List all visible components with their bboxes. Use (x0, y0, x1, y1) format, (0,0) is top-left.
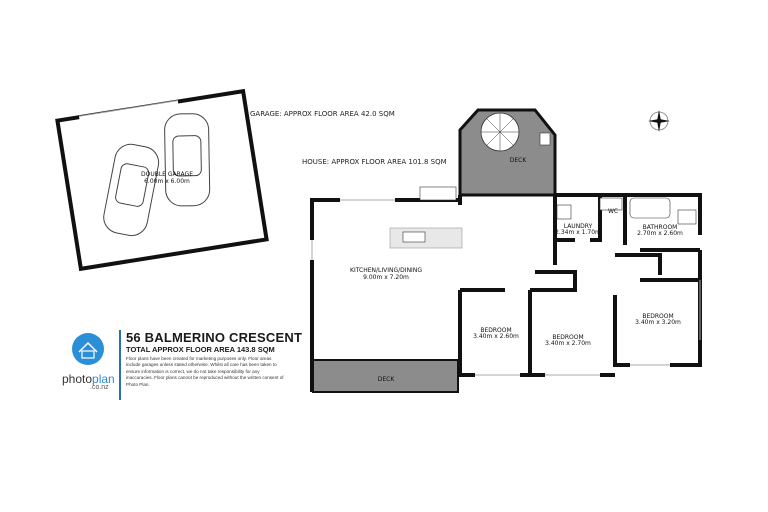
room-laundry-name: LAUNDRY (564, 223, 593, 230)
house-walls (310, 193, 702, 392)
garage-door (78, 100, 179, 121)
sink-icon (402, 231, 426, 243)
brand-photo: photo (62, 372, 93, 386)
room-kitchen-dims: 9.00m x 7.20m (363, 274, 409, 281)
photoplan-logo (72, 333, 104, 365)
brand-plan: plan (92, 372, 115, 386)
room-bedroom2-name: BEDROOM (552, 334, 583, 341)
room-kitchen-name: KITCHEN/LIVING/DINING (350, 267, 422, 274)
windows (311, 199, 701, 376)
garage-room-dims: 6.00m x 6.00m (144, 178, 190, 185)
stove-icon (419, 186, 457, 201)
divider (119, 330, 121, 400)
brand-domain: .co.nz (90, 384, 109, 391)
room-bathroom-name: BATHROOM (643, 224, 678, 231)
car-icon (164, 113, 211, 207)
tub-icon (556, 204, 572, 220)
table-umbrella-icon (480, 112, 520, 152)
garage (55, 88, 269, 272)
deck-bottom-label: DECK (378, 376, 396, 383)
room-bedroom3-dims: 3.40m x 3.20m (635, 319, 681, 326)
toilet-icon (599, 197, 623, 211)
garage-area-label: GARAGE: APPROX FLOOR AREA 42.0 SQM (250, 110, 395, 118)
total-area: TOTAL APPROX FLOOR AREA 143.8 SQM (126, 345, 275, 354)
deck-top-label: DECK (510, 157, 528, 164)
garage-room-name: DOUBLE GARAGE (141, 171, 193, 178)
brand-name: photoplan (62, 372, 115, 386)
compass-icon (648, 110, 670, 132)
property-address: 56 BALMERINO CRESCENT (126, 330, 303, 345)
vanity-icon (677, 209, 697, 225)
room-laundry-dims: 2.34m x 1.70m (555, 229, 601, 236)
room-wc-name: WC (608, 208, 618, 215)
bathtub-icon (629, 197, 671, 219)
room-bedroom3-name: BEDROOM (642, 313, 673, 320)
room-bedroom1-name: BEDROOM (480, 327, 511, 334)
car-icon (103, 143, 160, 237)
kitchen-island (389, 227, 463, 249)
chair-icon (539, 132, 551, 146)
room-bedroom2-dims: 3.40m x 2.70m (545, 340, 591, 347)
room-bathroom-dims: 2.70m x 2.60m (637, 230, 683, 237)
house-area-label: HOUSE: APPROX FLOOR AREA 101.8 SQM (302, 158, 447, 166)
disclaimer: Floor plans have been created for market… (126, 356, 284, 387)
room-bedroom1-dims: 3.40m x 2.60m (473, 333, 519, 340)
